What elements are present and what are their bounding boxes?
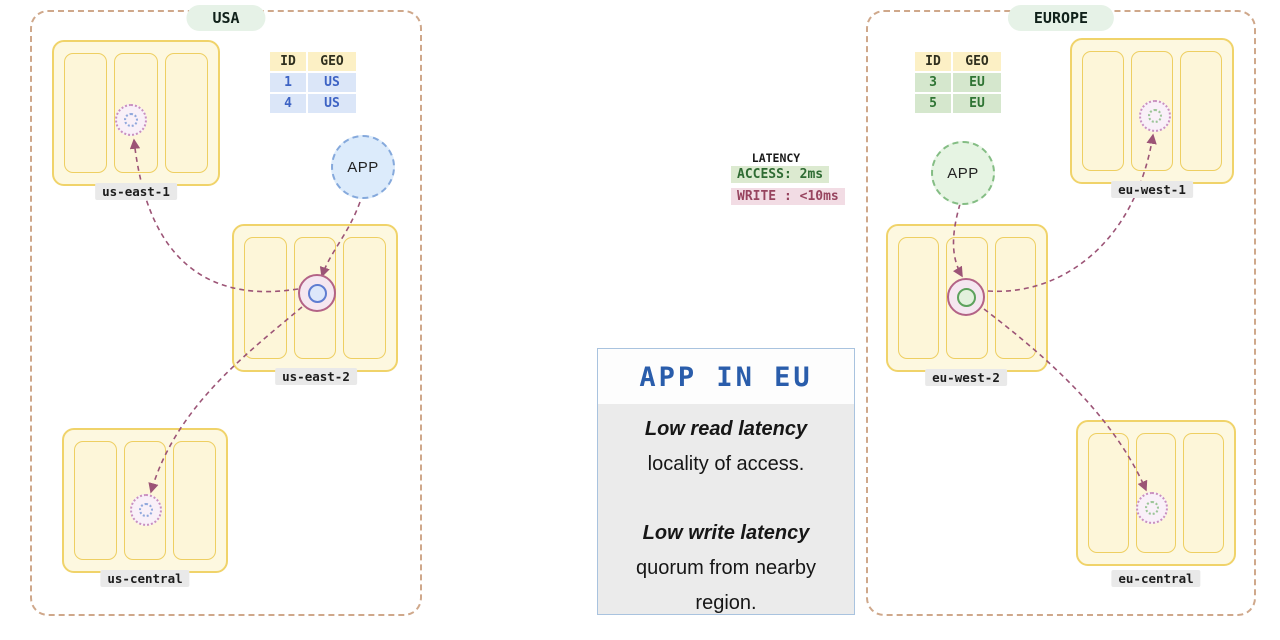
leader-core-icon xyxy=(956,287,976,307)
shard xyxy=(898,237,940,359)
info-spacer xyxy=(612,482,840,516)
info-write-bold: Low write latency xyxy=(642,522,810,544)
info-box-body: Low read latency locality of access. Low… xyxy=(598,404,854,629)
replica-marker-eu-central xyxy=(1136,492,1168,524)
table-cell: US xyxy=(308,94,356,113)
shard xyxy=(64,53,108,173)
shard xyxy=(1183,433,1225,553)
replica-core-icon xyxy=(1148,109,1162,123)
cluster-label-eu-west-1: eu-west-1 xyxy=(1111,181,1193,198)
app-circle-europe: APP xyxy=(931,141,995,205)
table-cell: EU xyxy=(953,94,1001,113)
geo-table-europe: ID GEO 3 EU 5 EU xyxy=(915,52,1001,113)
shard xyxy=(173,441,217,560)
shard xyxy=(1088,433,1129,553)
latency-title: LATENCY xyxy=(751,151,801,165)
replica-marker-us-central xyxy=(130,494,162,526)
table-header-geo: GEO xyxy=(953,52,1001,71)
shard xyxy=(1082,51,1124,171)
replica-marker-eu-west-1 xyxy=(1139,100,1171,132)
table-header-id: ID xyxy=(270,52,306,71)
table-cell: US xyxy=(308,73,356,92)
info-box-title: APP IN EU xyxy=(598,349,854,404)
cluster-label-eu-central: eu-central xyxy=(1111,570,1201,587)
table-cell: 1 xyxy=(270,73,306,92)
shard xyxy=(343,237,387,359)
shard xyxy=(244,237,287,359)
shard xyxy=(164,53,208,173)
region-title-europe: EUROPE xyxy=(1007,5,1115,31)
latency-write-badge: WRITE : <10ms xyxy=(731,188,845,205)
cluster-label-us-east-1: us-east-1 xyxy=(95,183,177,200)
table-cell: 5 xyxy=(915,94,951,113)
cluster-label-us-central: us-central xyxy=(100,570,190,587)
leader-marker-eu-west-2 xyxy=(947,278,985,316)
leader-core-icon xyxy=(307,283,327,303)
leader-marker-us-east-2 xyxy=(298,274,336,312)
cluster-label-eu-west-2: eu-west-2 xyxy=(925,369,1007,386)
table-header-geo: GEO xyxy=(308,52,356,71)
replica-core-icon xyxy=(1145,501,1159,515)
latency-access-badge: ACCESS: 2ms xyxy=(731,166,830,183)
app-circle-usa: APP xyxy=(331,135,395,199)
table-cell: EU xyxy=(953,73,1001,92)
replica-core-icon xyxy=(124,113,138,127)
table-cell: 3 xyxy=(915,73,951,92)
info-write-rest: quorum from nearby region. xyxy=(635,557,817,614)
info-read-rest: locality of access. xyxy=(647,453,805,475)
cluster-label-us-east-2: us-east-2 xyxy=(275,368,357,385)
shard xyxy=(74,441,117,560)
shard xyxy=(1180,51,1222,171)
region-title-usa: USA xyxy=(186,5,266,31)
table-cell: 4 xyxy=(270,94,306,113)
info-box: APP IN EU Low read latency locality of a… xyxy=(597,348,855,615)
info-read-bold: Low read latency xyxy=(644,418,808,440)
geo-table-usa: ID GEO 1 US 4 US xyxy=(270,52,356,113)
replica-marker-us-east-1 xyxy=(115,104,147,136)
shard xyxy=(994,237,1036,359)
replica-core-icon xyxy=(139,503,153,517)
table-header-id: ID xyxy=(915,52,951,71)
